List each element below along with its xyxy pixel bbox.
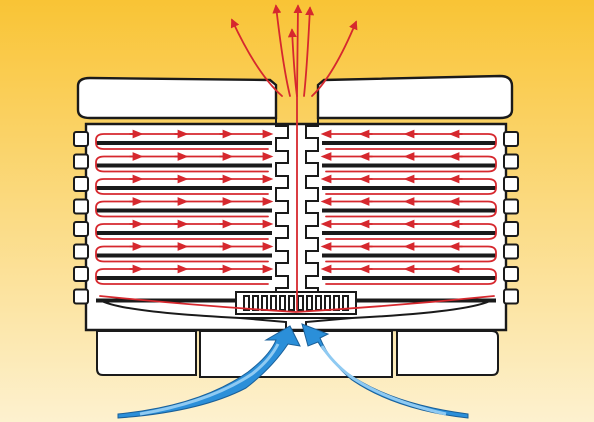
hot-air-loop-left — [95, 242, 274, 263]
vent-fin-right — [503, 243, 519, 260]
top-cover-left — [76, 76, 278, 120]
base-block-left — [96, 330, 197, 376]
comb-tooth — [288, 295, 295, 311]
vent-fin-right — [503, 198, 519, 215]
comb-tooth — [324, 295, 331, 311]
cold-air-intake — [117, 323, 469, 419]
plate-left — [96, 231, 272, 235]
vent-fin-right — [503, 266, 519, 282]
comb-tooth — [261, 295, 268, 311]
base-block-right — [396, 330, 499, 376]
exhaust-arrow — [293, 4, 303, 97]
hot-air-loop-left — [95, 197, 274, 218]
vent-fin-right — [503, 153, 519, 170]
heating-element — [99, 291, 493, 330]
hot-air-loop-left — [95, 129, 274, 150]
plate-right — [322, 208, 496, 213]
vent-fin-left — [73, 221, 89, 237]
comb-tooth — [252, 295, 259, 311]
central-column — [275, 85, 319, 292]
plate-left — [96, 186, 272, 190]
base-blocks — [96, 330, 499, 378]
vent-fins — [73, 131, 519, 305]
hot-air-loop-right — [320, 242, 497, 263]
vent-fin-left — [73, 176, 89, 192]
plate-right — [322, 231, 496, 235]
intake-arrow-left-highlight — [139, 343, 280, 416]
comb-tooth — [333, 295, 340, 311]
intake-arrow-right-highlight — [320, 345, 447, 416]
plate-left — [96, 276, 272, 280]
comb-tooth — [279, 295, 286, 311]
comb-tooth — [342, 295, 349, 311]
column-outline — [275, 85, 319, 292]
vent-fin-left — [73, 131, 89, 147]
hot-air-loop-right — [320, 219, 497, 240]
vent-fin-right — [503, 176, 519, 192]
vent-fin-left — [73, 198, 89, 215]
exhaust-arrow — [230, 18, 283, 97]
outlet-left — [239, 317, 287, 330]
exhaust-arrows — [230, 4, 358, 97]
plate-right — [322, 186, 496, 190]
exhaust-arrow — [287, 28, 298, 97]
plate-right — [322, 276, 496, 280]
exhaust-arrow — [311, 20, 358, 97]
vent-fin-left — [73, 266, 89, 282]
hot-air-loop-right — [320, 197, 497, 218]
intake-arrow-left — [117, 325, 301, 419]
comb-tooth — [297, 295, 304, 311]
vent-fin-left — [73, 288, 89, 305]
comb-tooth — [306, 295, 313, 311]
hot-air-loop-left — [95, 264, 274, 285]
hot-air-loop-right — [320, 264, 497, 285]
heat-plates — [96, 141, 496, 303]
hot-air-loop-left — [95, 219, 274, 240]
plate-left — [96, 141, 272, 145]
plate-right — [322, 163, 496, 168]
hot-air-loop-left — [95, 152, 274, 173]
hot-air-loop-right — [320, 174, 497, 195]
plate-right — [322, 253, 496, 258]
exhaust-arrow — [303, 6, 315, 97]
plate-left — [96, 298, 272, 303]
plate-right — [322, 141, 496, 145]
plate-left — [96, 253, 272, 258]
exhaust-arrow — [272, 4, 291, 97]
vent-fin-left — [73, 243, 89, 260]
plate-right — [322, 298, 496, 303]
hot-air-loop-left — [95, 174, 274, 195]
element-plate — [99, 299, 493, 319]
hot-air-loop-right — [320, 129, 497, 150]
hot-airflow — [95, 95, 497, 313]
hot-air-bottom — [99, 295, 495, 313]
comb-tooth — [315, 295, 322, 311]
vent-fin-right — [503, 288, 519, 305]
vent-fin-right — [503, 131, 519, 147]
comb-tooth — [243, 295, 250, 311]
plate-left — [96, 163, 272, 168]
comb-tooth — [270, 295, 277, 311]
plate-left — [96, 208, 272, 213]
vent-fin-left — [73, 153, 89, 170]
top-cover-right — [316, 74, 514, 120]
hot-air-loop-right — [320, 152, 497, 173]
vent-fin-right — [503, 221, 519, 237]
